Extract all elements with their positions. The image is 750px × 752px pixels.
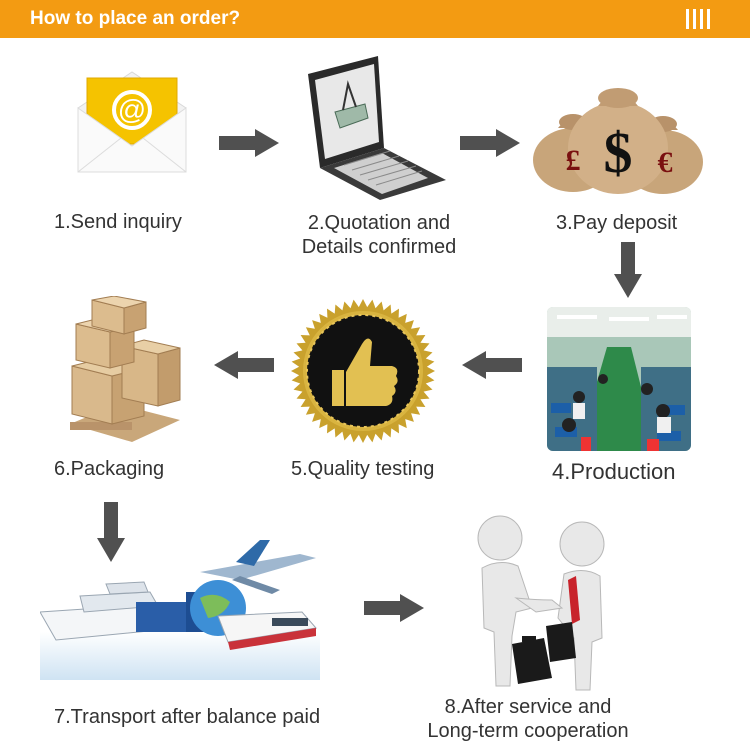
step-2-label-line2: Details confirmed bbox=[301, 236, 457, 258]
header-bar: How to place an order? bbox=[0, 0, 750, 38]
arrow-left-2 bbox=[214, 351, 274, 379]
step-6-label: 6.Packaging bbox=[54, 458, 165, 480]
factory-photo bbox=[547, 307, 691, 451]
step-2-label: 2.Quotation and Details confirmed bbox=[296, 211, 462, 259]
arrow-left-1 bbox=[462, 351, 522, 379]
at-symbol: @ bbox=[118, 94, 146, 125]
transport-icon bbox=[40, 540, 320, 680]
pound-symbol: £ bbox=[566, 144, 581, 177]
arrow-down-2 bbox=[97, 502, 125, 562]
email-envelope-icon: @ bbox=[77, 71, 187, 173]
step-7-label: 7.Transport after balance paid bbox=[54, 706, 321, 728]
euro-symbol: € bbox=[658, 146, 673, 179]
step-2-label-line1: 2.Quotation and bbox=[307, 212, 451, 234]
money-bags-icon: £ $ € bbox=[533, 88, 703, 194]
arrow-right-3 bbox=[364, 594, 424, 622]
arrow-down-1 bbox=[614, 242, 642, 298]
menu-bars-icon bbox=[686, 9, 710, 29]
handshake-icon bbox=[477, 515, 605, 691]
step-8-label-line2: Long-term cooperation bbox=[427, 720, 629, 742]
step-5-label: 5.Quality testing bbox=[291, 458, 435, 480]
step-8-label-line1: 8.After service and bbox=[444, 696, 612, 718]
step-1-label: 1.Send inquiry bbox=[54, 211, 182, 233]
laptop-icon bbox=[308, 56, 446, 200]
page-title: How to place an order? bbox=[30, 8, 241, 29]
step-4-label: 4.Production bbox=[552, 459, 676, 484]
step-8-label: 8.After service and Long-term cooperatio… bbox=[418, 695, 638, 743]
arrow-right-2 bbox=[460, 129, 520, 157]
step-3-label: 3.Pay deposit bbox=[556, 212, 678, 234]
thumbs-up-seal-icon bbox=[291, 299, 435, 443]
arrow-right-1 bbox=[219, 129, 279, 157]
cardboard-boxes-icon bbox=[70, 296, 181, 442]
dollar-symbol: $ bbox=[604, 120, 633, 185]
